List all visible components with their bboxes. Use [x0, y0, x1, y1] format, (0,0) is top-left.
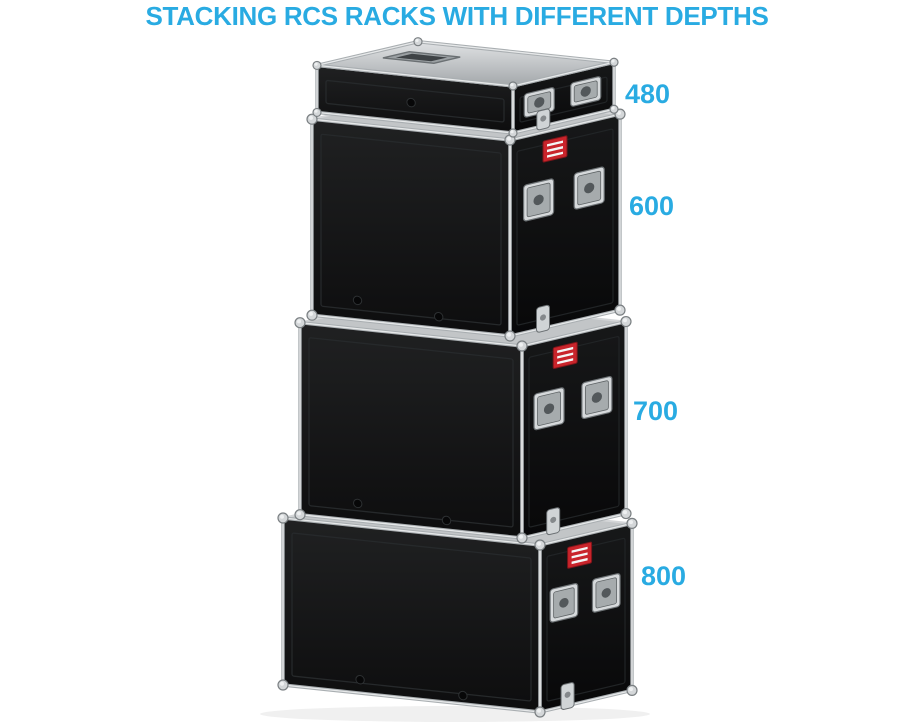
ground-shadow: [260, 706, 650, 722]
case-front-face: [300, 322, 522, 538]
corner-ball: [508, 128, 518, 138]
corner-ball: [312, 107, 322, 118]
case-front-face: [283, 518, 540, 712]
case-side-face: [522, 321, 626, 538]
depth-label: 480: [625, 79, 671, 109]
corner-ball: [609, 57, 619, 67]
front-panel-details: [308, 337, 514, 528]
corner-ball: [312, 60, 322, 71]
panel-screw-dot: [458, 690, 468, 701]
rack-case-600: [306, 92, 626, 342]
depth-label: 800: [641, 561, 687, 591]
case-front-face: [312, 119, 510, 336]
corner-ball: [609, 104, 619, 114]
side-panel-details: [516, 128, 614, 333]
rack-case-480: [312, 37, 619, 138]
panel-screw-dot: [406, 97, 416, 108]
depth-label: 600: [629, 191, 675, 221]
page-title: STACKING RCS RACKS WITH DIFFERENT DEPTHS: [145, 1, 769, 31]
panel-screw-dot: [355, 674, 365, 685]
depth-label: 700: [633, 396, 679, 426]
side-panel-details: [528, 336, 620, 536]
rack-case-700: [294, 297, 632, 544]
rack-case-800: [277, 495, 638, 718]
panel-screw-dot: [441, 515, 452, 526]
corner-ball: [413, 37, 423, 47]
front-panel-details: [325, 79, 505, 123]
panel-screw-dot: [352, 498, 363, 509]
front-panel-details: [291, 532, 532, 702]
panel-screw-dot: [352, 295, 363, 306]
panel-screw-dot: [433, 311, 444, 322]
front-panel-details: [320, 133, 502, 326]
case-side-face: [540, 523, 632, 712]
corner-ball: [508, 81, 518, 91]
side-panel-details: [519, 76, 608, 131]
side-panel-details: [546, 537, 626, 710]
